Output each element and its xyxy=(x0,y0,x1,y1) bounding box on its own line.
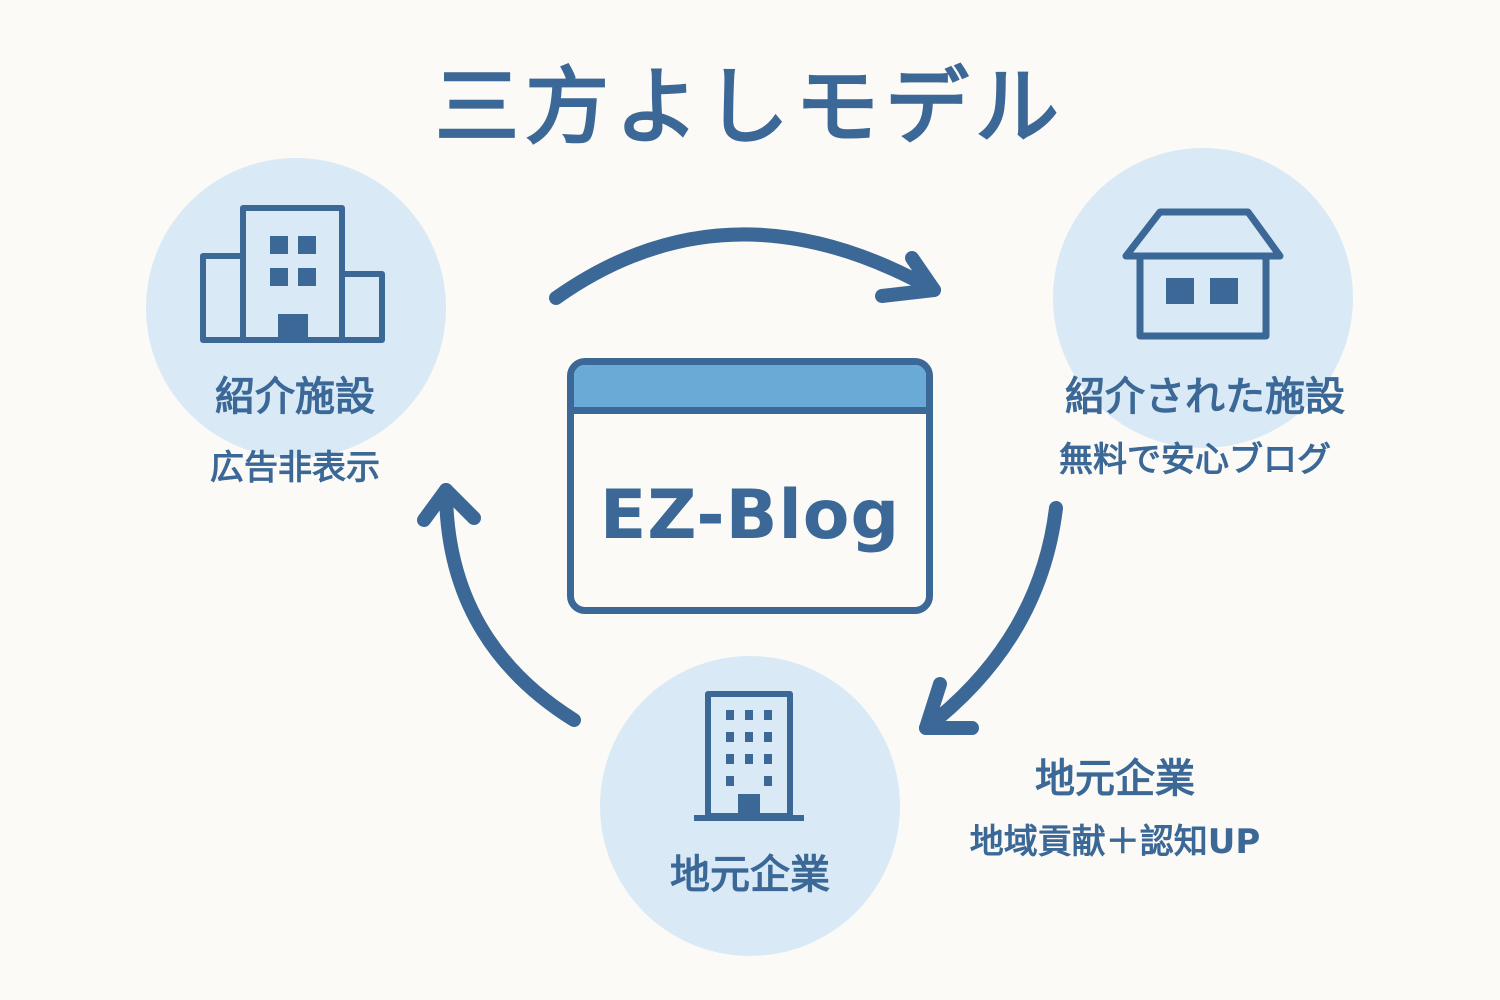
node-left-description: 広告非表示 xyxy=(210,448,380,488)
diagram-title: 三方よしモデル xyxy=(434,58,1065,156)
tower-building-icon xyxy=(694,691,804,821)
arrow-left-up xyxy=(417,483,581,727)
arrow-top xyxy=(549,227,941,305)
window-header-bar xyxy=(574,365,926,414)
node-bottom-name: 地元企業 xyxy=(670,852,830,898)
office-building-icon xyxy=(200,205,385,343)
side-note-description: 地域貢献＋認知UP xyxy=(969,822,1261,862)
house-icon xyxy=(1122,208,1284,340)
node-right-name: 紹介された施設 xyxy=(1065,374,1345,420)
ez-blog-window: EZ-Blog xyxy=(567,358,933,614)
center-label: EZ-Blog xyxy=(599,476,901,555)
node-right-description: 無料で安心ブログ xyxy=(1059,440,1331,480)
arrow-right-down xyxy=(919,501,1063,735)
side-note-name: 地元企業 xyxy=(1035,756,1195,802)
node-left-name: 紹介施設 xyxy=(215,374,375,420)
node-circle-right xyxy=(1053,148,1353,448)
